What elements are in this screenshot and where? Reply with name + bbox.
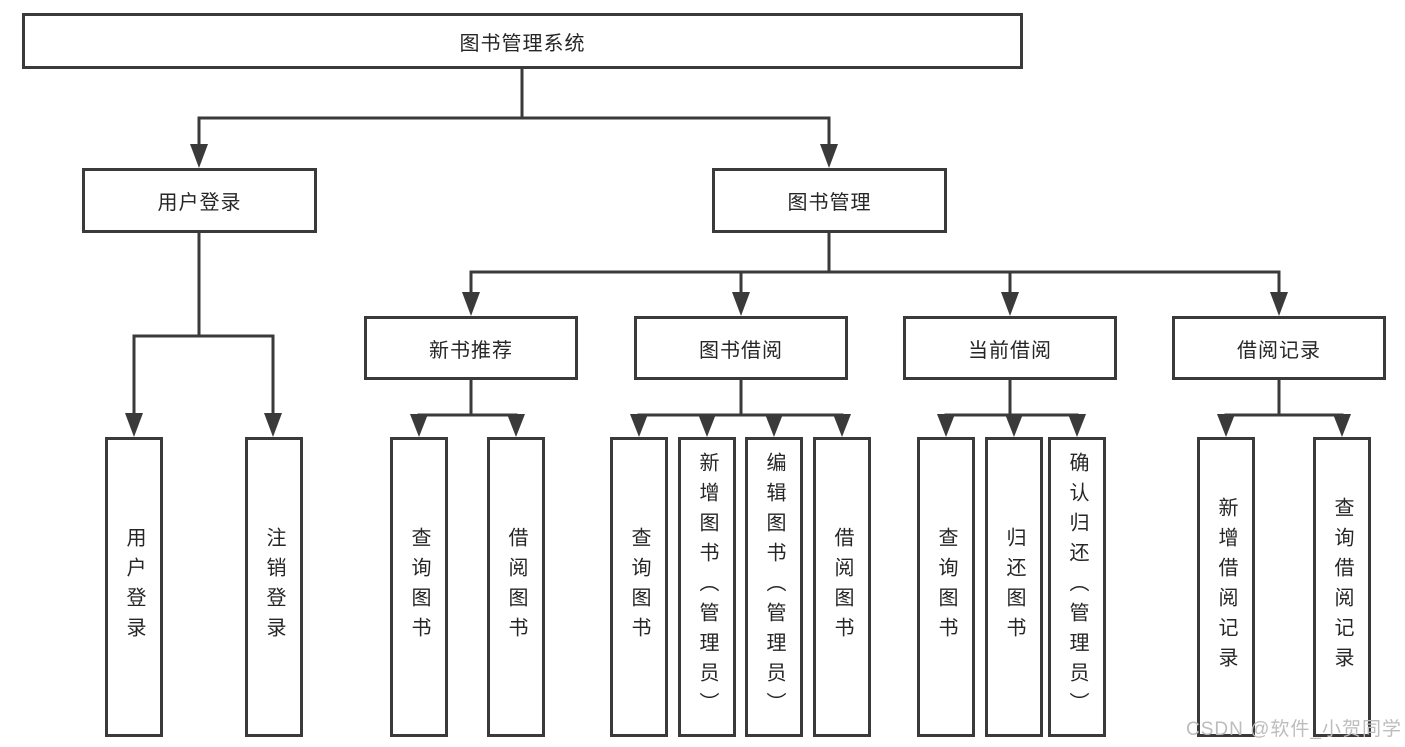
node-label: 图书管理 bbox=[787, 192, 872, 214]
connector-new-book-recommend-children bbox=[410, 380, 525, 437]
node-book-management: 图书管理 bbox=[712, 168, 947, 233]
leaf-query-books-3: 查询图书 bbox=[917, 437, 975, 737]
node-label: 归还图书 bbox=[1003, 527, 1025, 647]
leaf-confirm-return-admin: 确认归还（管理员） bbox=[1048, 437, 1106, 737]
node-label: 查询图书 bbox=[935, 527, 957, 647]
node-library-management-system: 图书管理系统 bbox=[22, 13, 1023, 69]
csdn-watermark: CSDN @软件_小贺同学 bbox=[1186, 719, 1402, 740]
connector-book-management-to-level3 bbox=[462, 233, 1288, 316]
leaf-user-login: 用户登录 bbox=[105, 437, 163, 737]
node-label: 当前借阅 bbox=[968, 339, 1052, 362]
node-book-borrowing: 图书借阅 bbox=[634, 316, 848, 380]
node-label: 新增借阅记录 bbox=[1215, 497, 1237, 677]
leaf-borrow-books-1: 借阅图书 bbox=[487, 437, 545, 737]
leaf-edit-books-admin: 编辑图书（管理员） bbox=[745, 437, 803, 737]
leaf-query-borrow-record: 查询借阅记录 bbox=[1313, 437, 1371, 737]
connector-current-borrowing-children bbox=[937, 380, 1086, 437]
leaf-logout: 注销登录 bbox=[245, 437, 303, 737]
leaf-return-books: 归还图书 bbox=[985, 437, 1043, 737]
node-label: 查询借阅记录 bbox=[1331, 497, 1353, 677]
node-label: 编辑图书（管理员） bbox=[763, 452, 785, 722]
node-label: 用户登录 bbox=[123, 527, 145, 647]
node-current-borrowing: 当前借阅 bbox=[903, 316, 1117, 380]
leaf-add-borrow-record: 新增借阅记录 bbox=[1197, 437, 1255, 737]
node-label: 用户登录 bbox=[157, 192, 242, 214]
leaf-add-books-admin: 新增图书（管理员） bbox=[678, 437, 736, 737]
node-new-book-recommend: 新书推荐 bbox=[364, 316, 578, 380]
leaf-query-books-1: 查询图书 bbox=[390, 437, 448, 737]
node-label: 新书推荐 bbox=[429, 339, 513, 362]
connector-root-to-level2 bbox=[190, 69, 838, 168]
node-label: 新增图书（管理员） bbox=[696, 452, 718, 722]
leaf-query-books-2: 查询图书 bbox=[610, 437, 668, 737]
node-label: 查询图书 bbox=[408, 527, 430, 647]
connector-book-borrowing-children bbox=[630, 380, 851, 437]
node-label: 查询图书 bbox=[628, 527, 650, 647]
node-label: 借阅图书 bbox=[831, 527, 853, 647]
node-label: 图书管理系统 bbox=[459, 32, 586, 55]
leaf-borrow-books-2: 借阅图书 bbox=[813, 437, 871, 737]
connector-user-login-children bbox=[125, 233, 282, 437]
node-label: 借阅记录 bbox=[1237, 339, 1321, 362]
node-label: 图书借阅 bbox=[699, 339, 783, 362]
node-user-login: 用户登录 bbox=[82, 168, 317, 233]
node-label: 注销登录 bbox=[263, 527, 285, 647]
node-label: 借阅图书 bbox=[505, 527, 527, 647]
node-borrowing-records: 借阅记录 bbox=[1172, 316, 1386, 380]
node-label: 确认归还（管理员） bbox=[1066, 452, 1088, 722]
connector-borrowing-records-children bbox=[1217, 380, 1351, 437]
